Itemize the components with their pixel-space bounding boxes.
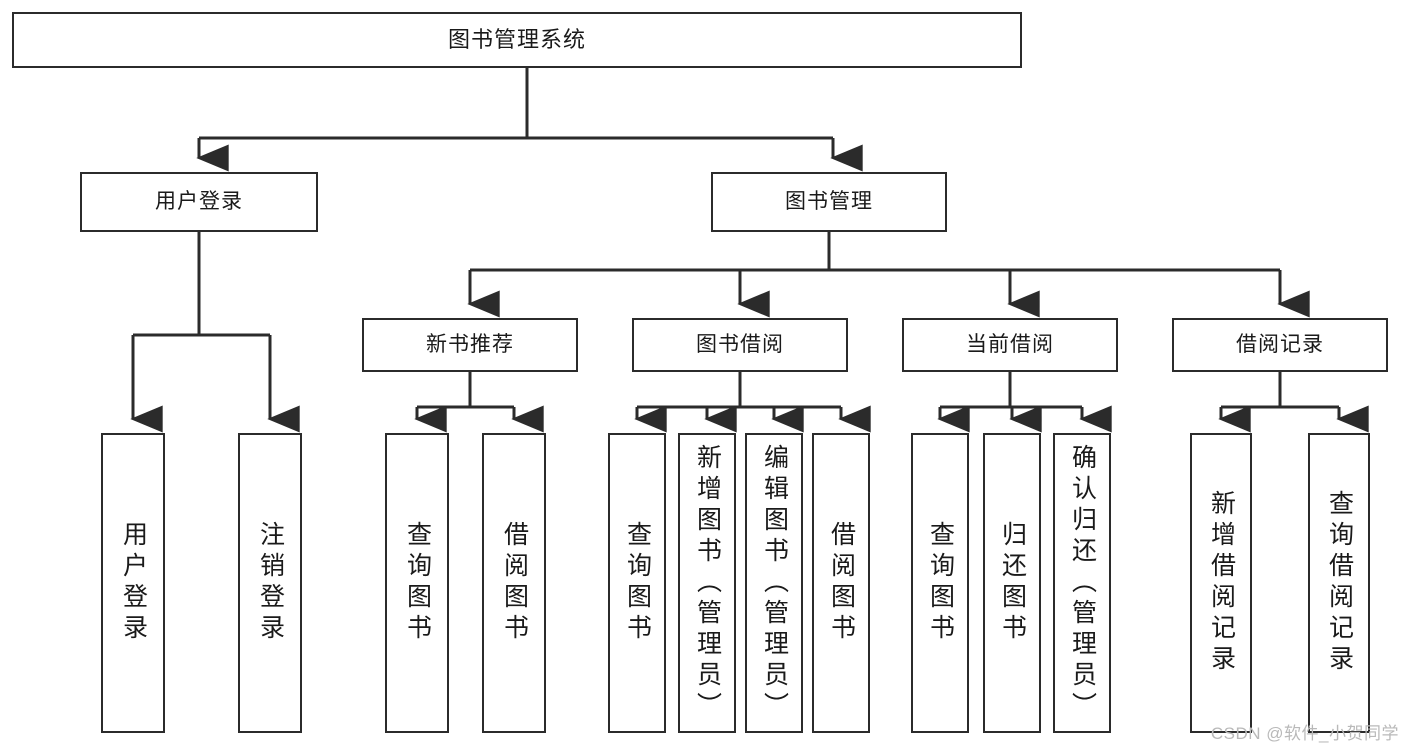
node-user-login[interactable]: 用户登录 — [80, 172, 318, 232]
node-label: 查询借阅记录 — [1325, 490, 1354, 676]
leaf-logout[interactable]: 注销登录 — [238, 433, 302, 733]
watermark: CSDN @软件_小贺同学 — [1210, 724, 1399, 743]
leaf-add-book-admin[interactable]: 新增图书（管理员） — [678, 433, 736, 733]
node-label: 编辑图书（管理员） — [760, 443, 789, 723]
node-label: 新增借阅记录 — [1207, 490, 1236, 676]
node-label: 用户登录 — [155, 189, 243, 213]
node-new-book-recommend[interactable]: 新书推荐 — [362, 318, 578, 372]
leaf-query-books-recommend[interactable]: 查询图书 — [385, 433, 449, 733]
leaf-add-borrow-record[interactable]: 新增借阅记录 — [1190, 433, 1252, 733]
node-borrow-records[interactable]: 借阅记录 — [1172, 318, 1388, 372]
node-label: 当前借阅 — [966, 332, 1054, 356]
leaf-query-books-current[interactable]: 查询图书 — [911, 433, 969, 733]
node-label: 归还图书 — [998, 521, 1027, 645]
leaf-confirm-return-admin[interactable]: 确认归还（管理员） — [1053, 433, 1111, 733]
leaf-borrow-books-recommend[interactable]: 借阅图书 — [482, 433, 546, 733]
node-label: 借阅图书 — [500, 521, 529, 645]
leaf-query-borrow-record[interactable]: 查询借阅记录 — [1308, 433, 1370, 733]
leaf-edit-book-admin[interactable]: 编辑图书（管理员） — [745, 433, 803, 733]
node-book-borrow[interactable]: 图书借阅 — [632, 318, 848, 372]
node-label: 新书推荐 — [426, 332, 514, 356]
node-label: 注销登录 — [256, 521, 285, 645]
leaf-query-books-borrow[interactable]: 查询图书 — [608, 433, 666, 733]
node-label: 查询图书 — [623, 521, 652, 645]
leaf-borrow-book[interactable]: 借阅图书 — [812, 433, 870, 733]
node-current-borrow[interactable]: 当前借阅 — [902, 318, 1118, 372]
node-label: 用户登录 — [119, 521, 148, 645]
node-label: 图书借阅 — [696, 332, 784, 356]
node-label: 借阅图书 — [827, 521, 856, 645]
node-label: 图书管理系统 — [447, 27, 586, 53]
node-root[interactable]: 图书管理系统 — [12, 12, 1022, 68]
node-label: 确认归还（管理员） — [1068, 443, 1097, 723]
leaf-return-book[interactable]: 归还图书 — [983, 433, 1041, 733]
node-book-management[interactable]: 图书管理 — [711, 172, 947, 232]
node-label: 借阅记录 — [1236, 332, 1324, 356]
node-label: 查询图书 — [403, 521, 432, 645]
leaf-user-login[interactable]: 用户登录 — [101, 433, 165, 733]
node-label: 图书管理 — [785, 189, 873, 213]
node-label: 查询图书 — [926, 521, 955, 645]
node-label: 新增图书（管理员） — [693, 443, 722, 723]
